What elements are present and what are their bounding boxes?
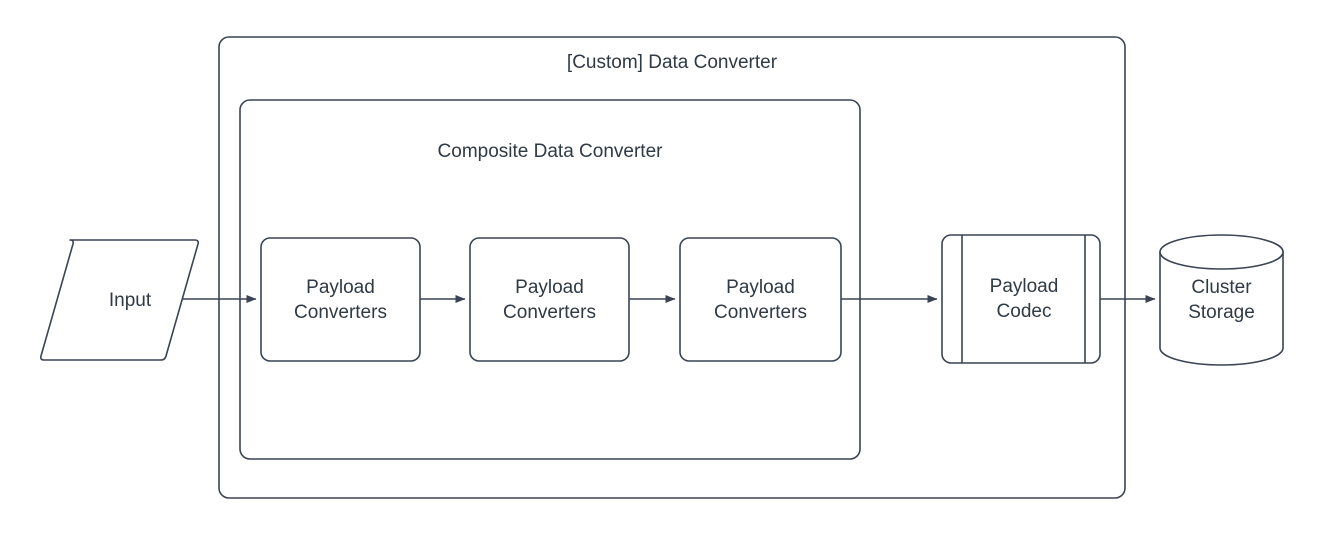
container-custom-data-converter-label: [Custom] Data Converter	[566, 52, 778, 73]
node-input-shape[interactable]	[40, 239, 199, 361]
node-payload-converters-1-shape[interactable]	[260, 237, 421, 362]
node-payload-converters-2-shape[interactable]	[469, 237, 630, 362]
node-payload-codec-shape[interactable]	[941, 234, 1101, 364]
node-cluster-storage-top	[1159, 234, 1284, 270]
node-cluster-storage-body[interactable]	[1159, 251, 1284, 366]
container-composite-data-converter-label: Composite Data Converter	[437, 141, 663, 162]
node-payload-converters-3-shape[interactable]	[679, 237, 842, 362]
